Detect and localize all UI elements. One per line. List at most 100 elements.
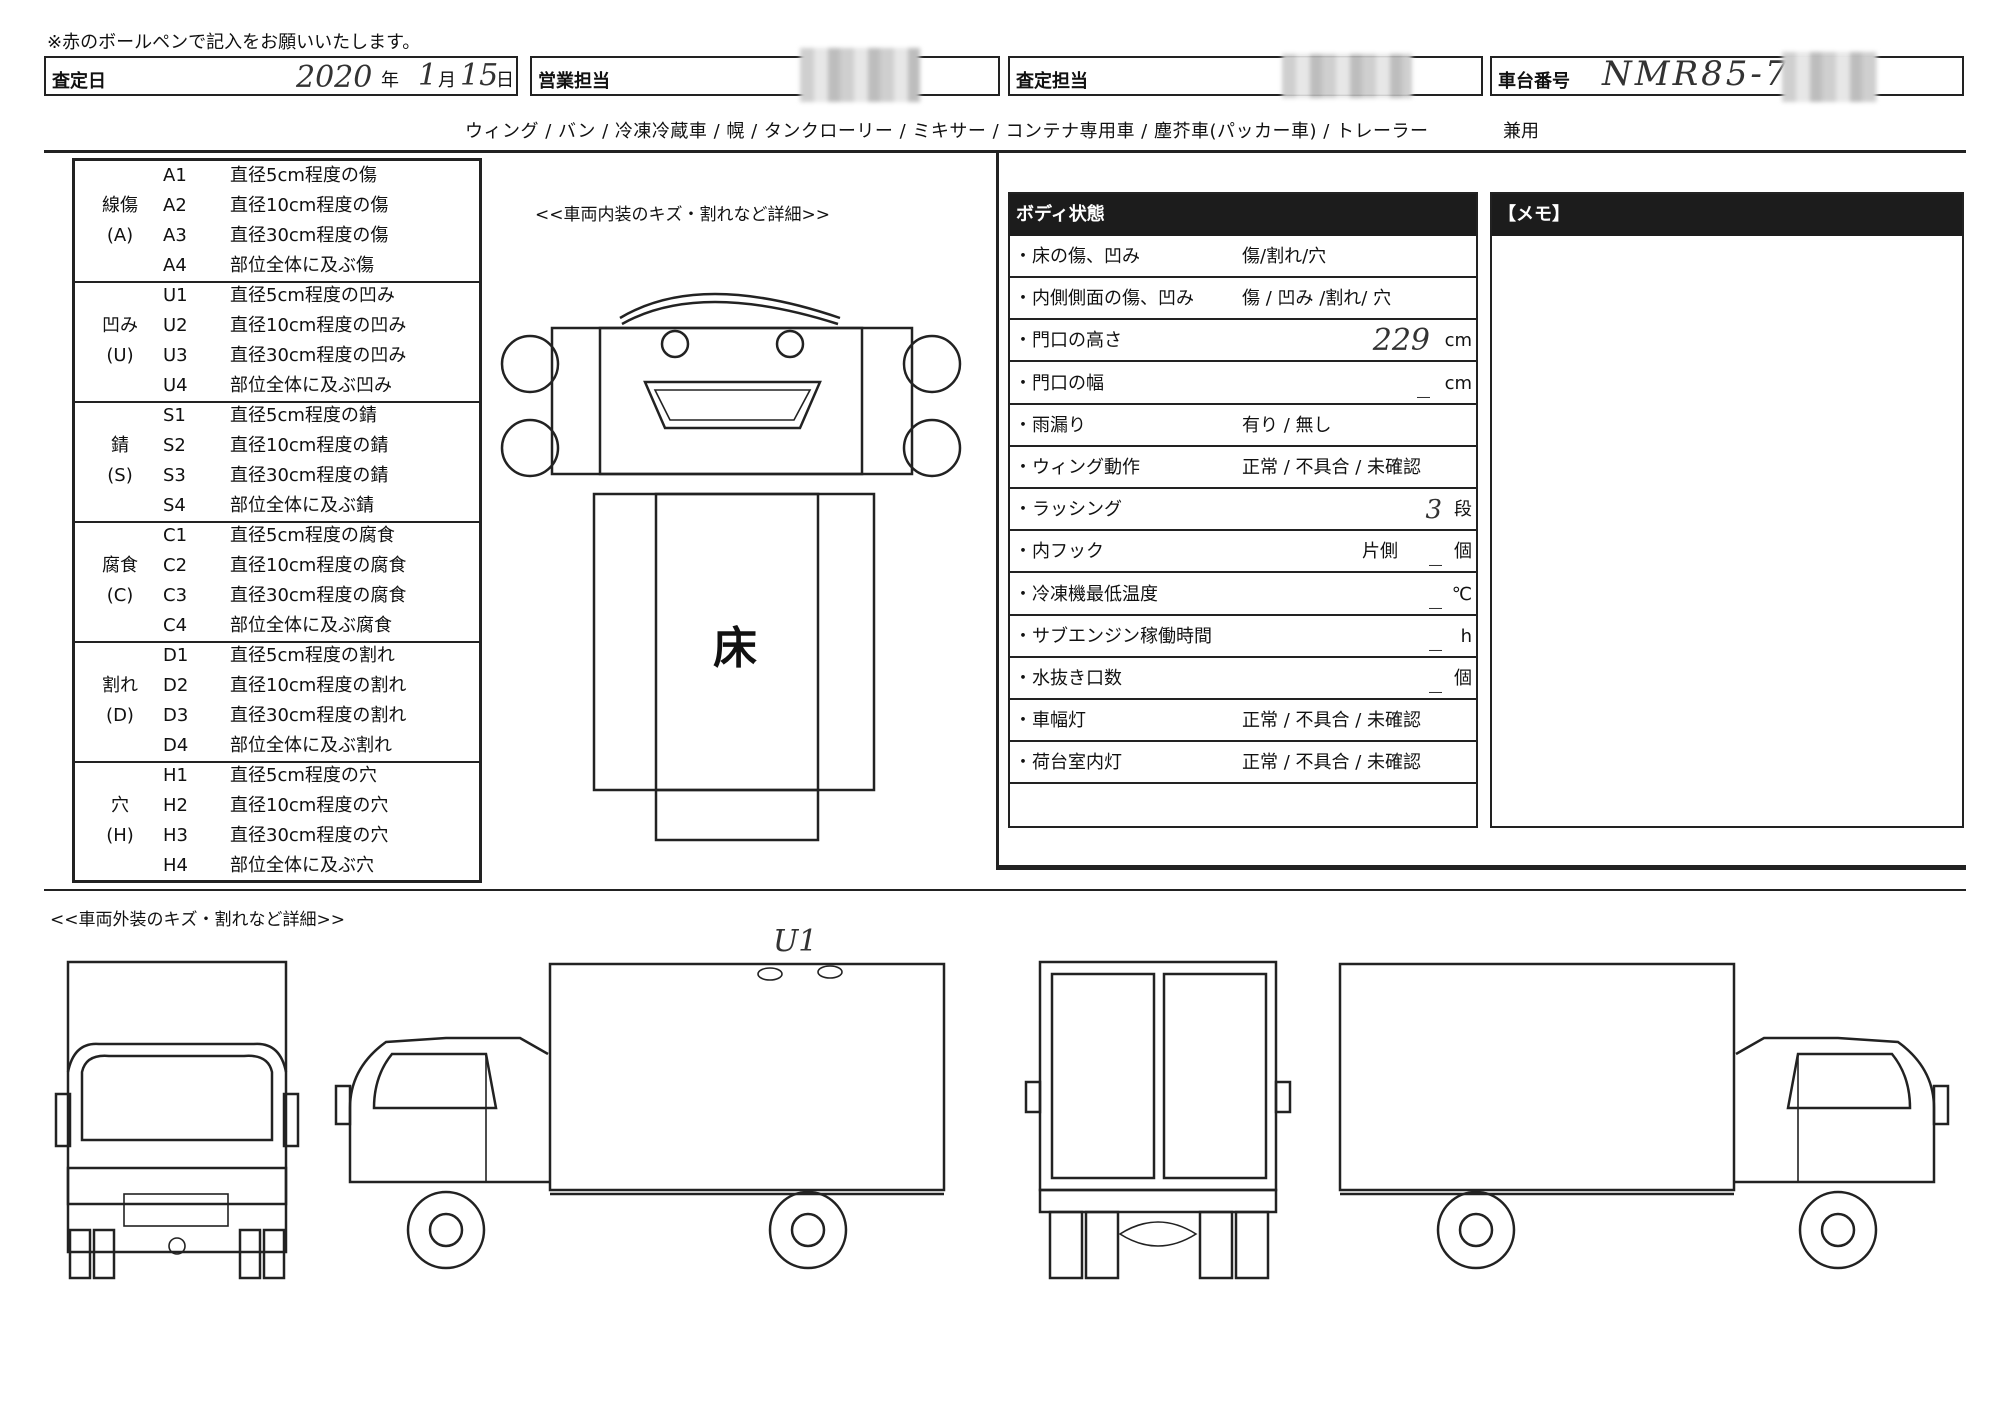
legend-code: D1 [163,645,189,666]
assessor-box[interactable]: 査定担当 [1008,54,1483,98]
legend-description: 直径5cm程度の穴 [230,765,377,786]
date-day-value: 15 [460,58,499,93]
legend-code: D3 [163,705,189,726]
body-condition-row[interactable]: ・門口の幅_cm [1010,363,1476,405]
legend-description: 直径30cm程度の割れ [230,705,407,726]
assess-date-box[interactable]: 査定日 2020 年 1 月 15 日 [44,56,518,96]
chassis-number-box[interactable]: 車台番号 NMR85-702 [1490,52,1964,102]
body-condition-unit: 段 [1454,499,1472,521]
legend-code: S2 [163,435,186,456]
legend-group-code: (D) [106,705,134,726]
date-month-value: 1 [418,58,438,93]
legend-code: H1 [163,765,188,786]
body-condition-row[interactable]: ・床の傷、凹み傷/割れ/穴 [1010,236,1476,278]
legend-description: 直径10cm程度の凹み [230,315,407,336]
legend-group-code: (H) [106,825,134,846]
body-condition-label: ・荷台室内灯 [1014,752,1122,774]
body-condition-unit: 個 [1454,541,1472,563]
body-condition-unit: ℃ [1451,583,1472,605]
legend-code: A4 [163,255,187,276]
legend-group-code: (U) [106,345,134,366]
body-condition-options: 正常 / 不具合 / 未確認 [1242,457,1422,478]
legend-code: U1 [163,285,188,306]
body-condition-row[interactable]: ・水抜き口数_個 [1010,658,1476,700]
legend-description: 直径10cm程度の傷 [230,195,389,216]
body-condition-label: ・サブエンジン稼働時間 [1014,625,1212,647]
body-condition-value: _ [1429,621,1442,652]
middle-separator [44,889,1966,891]
body-condition-label: ・水抜き口数 [1014,668,1122,689]
body-condition-options: 正常 / 不具合 / 未確認 [1242,752,1422,774]
redacted-assessor-name [1282,54,1412,98]
interior-floor-diagram [500,292,962,842]
legend-description: 直径5cm程度の錆 [230,405,377,426]
date-day-unit: 日 [496,70,514,91]
legend-group-code: (S) [107,465,133,486]
chassis-number-label: 車台番号 [1498,71,1570,92]
legend-row: S1 直径5cm程度の錆 [75,401,479,431]
sales-rep-box[interactable]: 営業担当 [530,48,1000,102]
exterior-annotation: U1 [773,924,818,959]
legend-code: H3 [163,825,188,846]
body-condition-label: ・内フック [1014,541,1104,563]
legend-code: A3 [163,225,187,246]
truck-front-view [54,960,300,1280]
legend-code: A2 [163,195,187,216]
legend-group-code: (C) [106,585,134,606]
date-year-unit: 年 [381,70,399,91]
assessor-label: 査定担当 [1016,71,1088,92]
body-condition-options: 有り / 無し [1242,414,1332,436]
memo-panel[interactable]: 【メモ】 [1490,192,1964,828]
body-condition-options: 正常 / 不具合 / 未確認 [1242,710,1422,732]
legend-row: H1 直径5cm程度の穴 [75,761,479,791]
legend-code: U4 [163,375,188,396]
legend-description: 直径30cm程度の凹み [230,345,407,366]
legend-code: C1 [163,525,188,546]
body-condition-row[interactable]: ・車幅灯 正常 / 不具合 / 未確認 [1010,700,1476,743]
body-condition-options: 傷 / 凹み /割れ/ 穴 [1242,288,1392,310]
legend-description: 直径5cm程度の傷 [230,165,377,186]
body-condition-label: ・車幅灯 [1014,710,1086,732]
top-separator [44,150,999,153]
legend-description: 直径5cm程度の腐食 [230,525,395,546]
legend-code: H4 [163,855,188,876]
legend-code: A1 [163,165,187,186]
body-condition-unit: h [1460,625,1472,647]
body-condition-row[interactable]: ・荷台室内灯 正常 / 不具合 / 未確認 [1010,742,1476,785]
legend-group-name: 穴 [111,795,129,816]
body-condition-panel: ボディ状態 ・床の傷、凹み傷/割れ/穴・内側側面の傷、凹み傷 / 凹み /割れ/… [1008,192,1478,828]
body-condition-value: _ [1429,537,1442,568]
body-condition-row[interactable]: ・雨漏り 有り / 無し [1010,405,1476,447]
body-condition-row[interactable]: ・サブエンジン稼働時間 _ h [1010,616,1476,658]
legend-description: 直径10cm程度の腐食 [230,555,407,576]
memo-title: 【メモ】 [1492,194,1962,236]
body-condition-row[interactable]: ・ウィング動作正常 / 不具合 / 未確認 [1010,447,1476,489]
date-month-unit: 月 [438,70,456,91]
legend-code: S4 [163,495,186,516]
body-condition-row[interactable]: ・内側側面の傷、凹み傷 / 凹み /割れ/ 穴 [1010,278,1476,321]
body-condition-row[interactable]: ・冷凍機最低温度_℃ [1010,574,1476,616]
truck-rear-view [1024,960,1292,1280]
legend-group-name: 凹み [102,315,138,336]
body-condition-row[interactable]: ・内フック片側_個 [1010,531,1476,574]
legend-description: 部位全体に及ぶ腐食 [230,615,392,636]
body-condition-label: ・門口の高さ [1014,330,1122,352]
body-condition-label: ・雨漏り [1014,414,1086,436]
assess-date-label: 査定日 [52,71,106,92]
legend-code: S1 [163,405,186,426]
